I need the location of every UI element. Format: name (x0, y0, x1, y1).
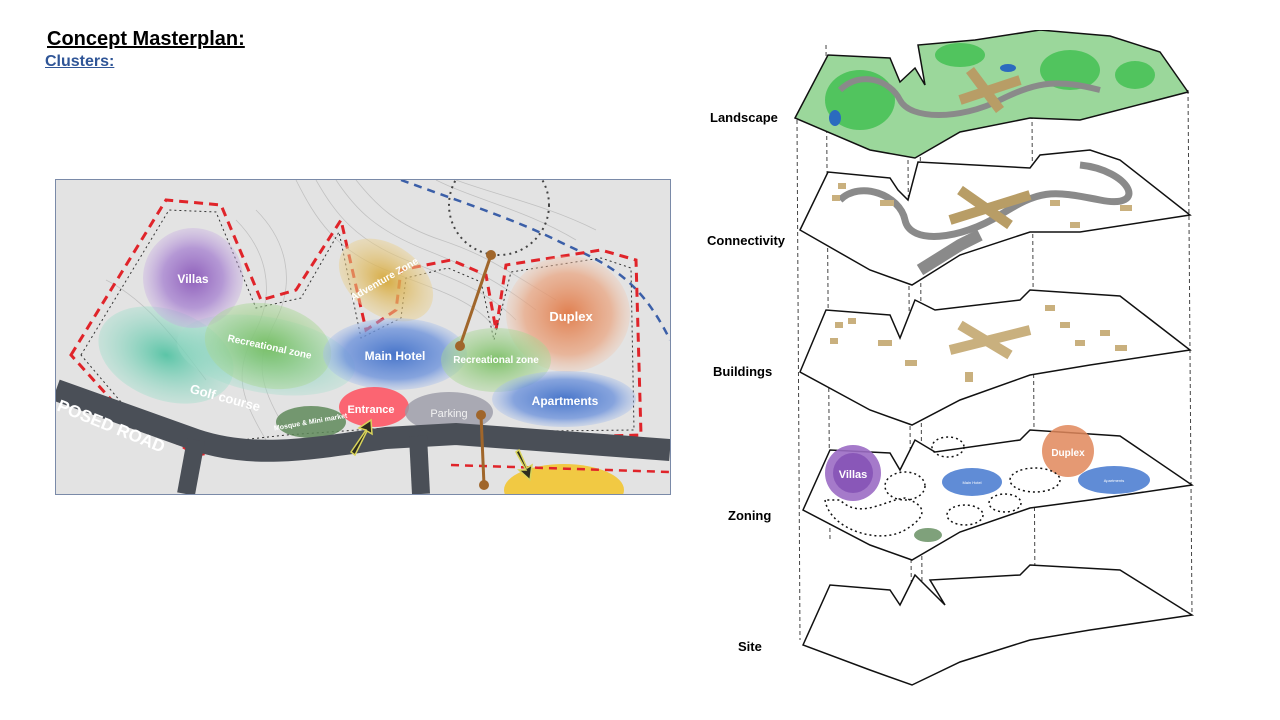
zoning-villas-label: Villas (839, 469, 868, 481)
page-title: Concept Masterplan: (47, 28, 245, 50)
layer-stack: Landscape Connectivity Buildings Zoning … (700, 30, 1220, 700)
site-feature-outline (448, 180, 550, 256)
villas-label: Villas (177, 272, 208, 286)
layer-label-connectivity: Connectivity (707, 233, 786, 248)
zoning-mosque (914, 528, 942, 542)
red-boundary-lower (450, 463, 670, 474)
zoning-duplex-label: Duplex (1051, 448, 1085, 459)
masterplan-canvas: POSED ROAD Villas Adventure Zone Duplex … (56, 180, 670, 494)
zoning-layer: Villas Duplex Main Hotel Apartments (802, 425, 1195, 561)
road-branch-left (177, 438, 205, 494)
zoning-main-hotel-label: Main Hotel (962, 480, 981, 485)
zoning-apartments-label: Apartments (1104, 478, 1124, 483)
layer-label-landscape: Landscape (710, 110, 778, 125)
mosque-zone (276, 406, 346, 438)
main-hotel-label: Main Hotel (365, 349, 426, 363)
page-subtitle: Clusters: (45, 53, 115, 70)
entrance-zone (339, 387, 409, 427)
villas-zone (143, 228, 243, 328)
recreational-right-label: Recreational zone (453, 355, 539, 366)
adventure-zone (338, 238, 434, 322)
zoning-dotted-zones (824, 436, 1061, 537)
layer-diagram: Villas Duplex Main Hotel Apartments (793, 30, 1195, 686)
zoning-main-hotel (942, 468, 1002, 496)
zoning-duplex (1042, 425, 1094, 477)
landscape-layer (793, 30, 1190, 159)
layer-label-buildings: Buildings (713, 364, 773, 379)
exit-arrow-icon (515, 448, 533, 482)
parking-zone (405, 392, 493, 432)
apartments-zone (492, 371, 636, 427)
entrance-label: Entrance (347, 404, 394, 416)
connector-upper (458, 254, 493, 347)
duplex-label: Duplex (549, 309, 593, 324)
recreational-zone-left (204, 302, 332, 390)
apartments-label: Apartments (532, 394, 599, 408)
parking-label: Parking (430, 408, 467, 420)
road-branch-right (409, 435, 430, 494)
road (56, 379, 670, 462)
lower-zone-fragment (504, 464, 624, 494)
main-hotel-zone (323, 318, 467, 390)
site-layer (801, 564, 1195, 686)
layer-label-zoning: Zoning (728, 508, 772, 523)
entry-arrow-icon (349, 418, 373, 457)
zoning-apartments (1078, 466, 1150, 494)
connector-lower (479, 414, 486, 486)
cluster-masterplan: POSED ROAD Villas Adventure Zone Duplex … (55, 179, 671, 495)
buildings-layer (799, 289, 1192, 426)
layer-label-site: Site (738, 639, 762, 654)
connectivity-layer (799, 149, 1192, 286)
